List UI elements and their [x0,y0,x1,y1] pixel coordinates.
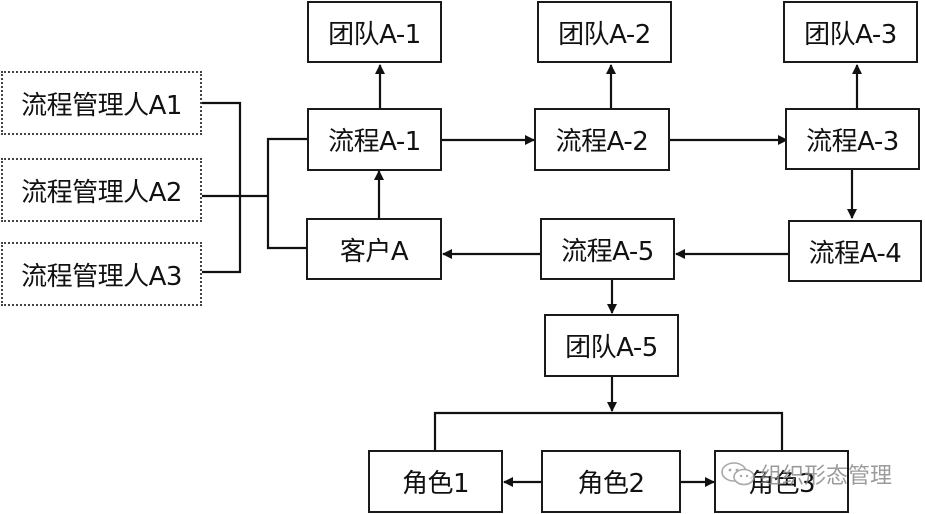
connector-mgr-to-proc-a1 [266,137,307,250]
node-label: 团队A-2 [558,19,651,50]
node-manager-a3[interactable]: 流程管理人A3 [1,242,202,306]
node-label: 流程A-3 [806,126,899,157]
connector-roles-bracket [433,411,784,450]
node-label: 流程管理人A1 [21,90,182,121]
node-role-1[interactable]: 角色1 [368,450,503,513]
watermark: 组织形态管理 [720,458,892,490]
node-label: 流程A-2 [555,127,649,157]
node-process-a4[interactable]: 流程A-4 [788,220,922,282]
node-team-a3[interactable]: 团队A-3 [783,1,918,63]
node-manager-a2[interactable]: 流程管理人A2 [1,158,202,222]
node-process-a5[interactable]: 流程A-5 [540,218,675,280]
wechat-icon [721,462,755,486]
node-label: 团队A-5 [565,333,658,363]
node-label: 角色3 [747,469,816,499]
node-label: 团队A-3 [804,19,897,50]
watermark-text: 组织形态管理 [760,464,893,489]
connector-mgr-a1 [202,101,242,274]
node-label: 流程管理人A2 [21,177,182,208]
node-team-a1[interactable]: 团队A-1 [307,1,442,63]
node-process-a1[interactable]: 流程A-1 [307,108,442,171]
node-process-a3[interactable]: 流程A-3 [785,108,920,170]
node-customer-a[interactable]: 客户A [306,218,442,280]
node-team-a5[interactable]: 团队A-5 [544,314,679,377]
node-label: 客户A [339,236,409,267]
node-label: 团队A-1 [328,19,421,50]
node-label: 流程A-4 [808,238,902,269]
node-team-a2[interactable]: 团队A-2 [537,1,672,63]
node-label: 角色2 [577,469,645,499]
node-label: 流程管理人A3 [21,261,182,292]
node-manager-a1[interactable]: 流程管理人A1 [1,71,202,135]
node-label: 角色1 [401,469,470,499]
node-label: 流程A-5 [561,236,654,267]
node-role-2[interactable]: 角色2 [541,450,681,513]
node-process-a2[interactable]: 流程A-2 [534,108,670,171]
node-label: 流程A-1 [328,127,421,157]
